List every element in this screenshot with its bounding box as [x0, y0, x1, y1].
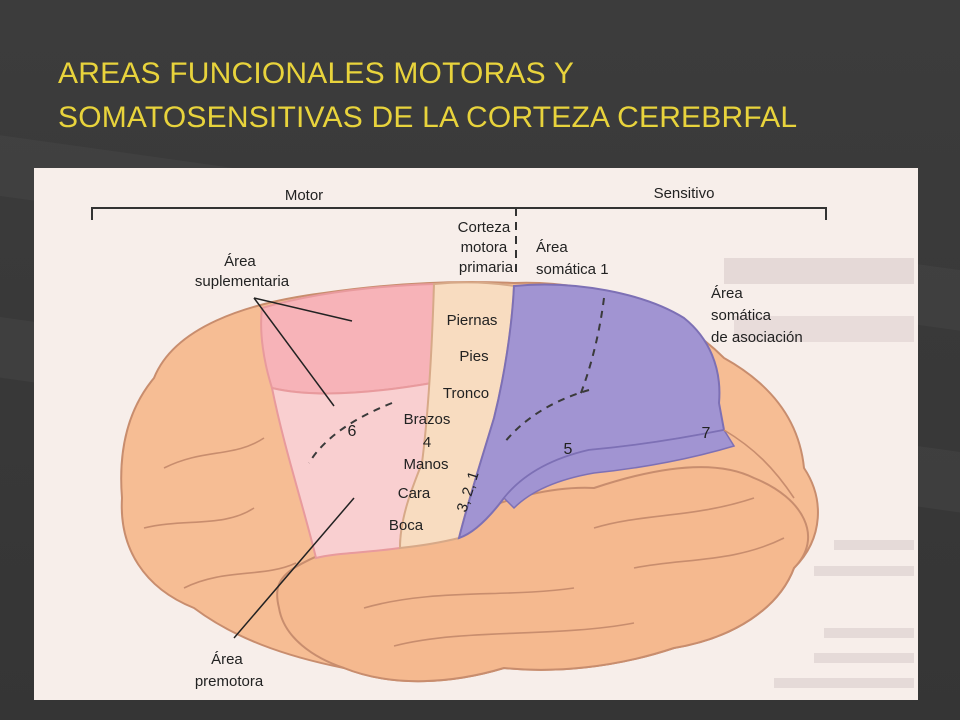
gyrus-line [633, 537, 785, 569]
label-area-somatica-asociacion: Área somática de asociación [711, 285, 803, 346]
label-area-somatica-1: Área somática 1 [536, 239, 609, 278]
dashed-premotor [308, 402, 393, 464]
label-cara: Cara [398, 485, 431, 502]
gyrus-line [393, 622, 635, 647]
ghost-line [774, 678, 914, 688]
label-corteza-motora: Corteza motora primaria [458, 219, 515, 276]
ghost-line [814, 653, 914, 663]
gyrus-line [143, 507, 255, 529]
gyrus-line [593, 497, 755, 529]
scan-ghost-text [724, 258, 914, 688]
ghost-line [824, 628, 914, 638]
gyrus-line [363, 587, 575, 609]
label-piernas: Piernas [447, 312, 498, 329]
slide-title: AREAS FUNCIONALES MOTORAS Y SOMATOSENSIT… [58, 52, 938, 140]
header-motor: Motor [285, 187, 323, 204]
label-brazos: Brazos [404, 411, 451, 428]
leader-premotora [233, 497, 355, 639]
brain-figure: Motor Sensitivo [34, 168, 918, 700]
dashed-somatic-association [578, 297, 605, 399]
header-sensitivo: Sensitivo [654, 185, 715, 202]
label-4: 4 [423, 434, 431, 451]
ghost-line [814, 566, 914, 576]
gyrus-line [183, 562, 297, 589]
gyrus-line [163, 437, 265, 469]
label-tronco: Tronco [443, 385, 489, 402]
slide-title-line-2: SOMATOSENSITIVAS DE LA CORTEZA CEREBRFAL [58, 101, 798, 134]
header-bracket [91, 207, 827, 278]
label-area-premotora: Área premotora [195, 651, 264, 690]
label-area-suplementaria: Área suplementaria [195, 253, 290, 290]
label-manos: Manos [403, 456, 448, 473]
brain-diagram: Motor Sensitivo [91, 185, 914, 690]
label-area-6: 6 [348, 423, 357, 440]
dashed-area-5 [503, 389, 590, 444]
gyrus-line [723, 429, 795, 499]
dashed-boundaries [308, 297, 605, 464]
area-5-7-region [502, 429, 736, 510]
label-area-7: 7 [702, 425, 711, 442]
label-boca: Boca [389, 517, 424, 534]
ghost-line [834, 540, 914, 550]
ghost-line [724, 258, 914, 284]
leader-suplementaria-2 [253, 297, 335, 407]
bracket-line [91, 207, 827, 220]
leader-suplementaria-1 [253, 297, 353, 322]
label-pies: Pies [459, 348, 488, 365]
gyri-lines [143, 429, 795, 647]
label-area-5: 5 [564, 441, 573, 458]
ghost-line [734, 316, 914, 342]
leader-lines [233, 297, 355, 639]
slide-title-line-1: AREAS FUNCIONALES MOTORAS Y [58, 57, 575, 90]
